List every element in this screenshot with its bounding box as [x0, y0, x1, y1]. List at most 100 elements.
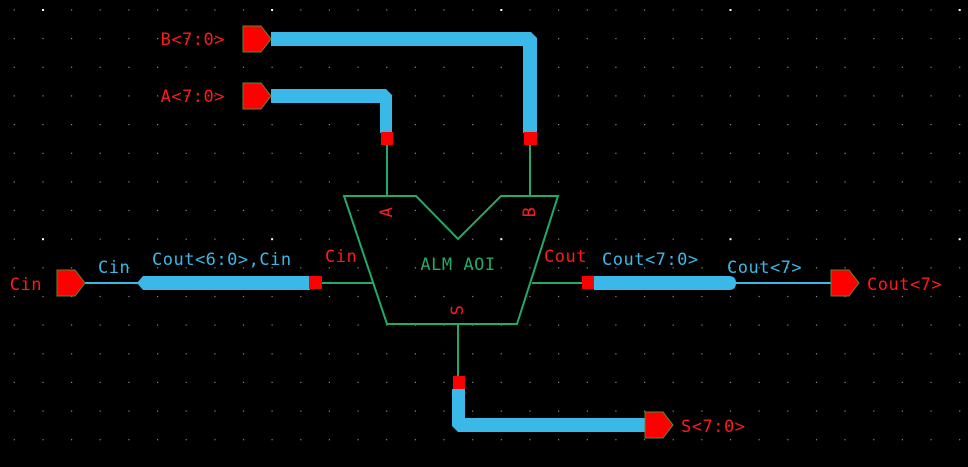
grid-dot [558, 238, 560, 240]
grid-dot [615, 324, 617, 326]
grid-dot [357, 324, 359, 326]
grid-dot [443, 267, 445, 269]
net-label-cin[interactable]: Cin [98, 258, 130, 278]
conn-cin[interactable] [309, 276, 322, 289]
grid-dot [185, 209, 187, 212]
grid-dot [959, 324, 961, 326]
net-label-cout7[interactable]: Cout<7> [727, 258, 802, 278]
grid-dot [128, 209, 130, 212]
grid-dot [157, 95, 159, 97]
grid-dot [558, 410, 560, 412]
grid-dot [242, 181, 245, 183]
grid-dot [873, 38, 875, 40]
grid-dot [787, 9, 789, 11]
grid-dot [815, 181, 818, 183]
grid-dot [701, 95, 703, 97]
grid-dot [214, 238, 216, 240]
grid-dot [42, 181, 44, 183]
grid-dot [185, 324, 187, 326]
grid-dot [357, 124, 359, 126]
pin-label-a: A<7:0> [161, 87, 225, 107]
conn-b[interactable] [524, 132, 537, 145]
grid-dot [99, 152, 101, 154]
instance-name: ALM AOI [420, 255, 495, 275]
grid-dot [815, 353, 818, 355]
grid-dot [128, 181, 130, 183]
grid-dot [443, 353, 445, 355]
grid-dot [672, 267, 674, 269]
grid-dot [844, 38, 846, 40]
grid-dot [71, 209, 73, 212]
grid-dot [414, 381, 416, 383]
grid-dot [701, 66, 703, 68]
grid-dot [185, 410, 187, 412]
grid-dot [271, 181, 273, 183]
grid-dot [644, 410, 646, 412]
grid-dot [701, 295, 703, 298]
conn-s[interactable] [453, 376, 465, 389]
pin-s[interactable]: S<7:0> [644, 411, 745, 439]
grid-dot [271, 324, 273, 326]
grid-dot [443, 209, 445, 212]
net-label-cin-bus[interactable]: Cout<6:0>,Cin [152, 250, 292, 270]
grid-dot [787, 38, 789, 40]
grid-dot [586, 324, 588, 326]
grid-dot [214, 124, 216, 126]
grid-dot [443, 410, 445, 412]
grid-dot [758, 324, 760, 326]
bus-s[interactable] [452, 389, 646, 432]
grid-dot [128, 324, 130, 326]
pin-b[interactable]: B<7:0> [161, 25, 272, 53]
grid-dot [328, 439, 330, 441]
pin-cout7[interactable]: Cout<7> [830, 269, 942, 297]
grid-dot [787, 267, 789, 269]
grid-dot [328, 381, 330, 383]
grid-dot [328, 295, 330, 298]
grid-dot [758, 124, 760, 126]
bus-cout[interactable] [594, 276, 736, 290]
conn-cout[interactable] [582, 276, 594, 289]
grid-dot [873, 381, 875, 383]
grid-dot [558, 381, 560, 383]
grid-dot [901, 267, 903, 269]
grid-dot [758, 238, 760, 240]
bus-a[interactable] [271, 89, 392, 133]
grid-dot [873, 152, 875, 154]
grid-dot [558, 439, 560, 441]
grid-dot [500, 295, 502, 298]
grid-dot [586, 381, 588, 383]
net-label-cout-bus[interactable]: Cout<7:0> [602, 250, 699, 270]
grid-dot [815, 410, 818, 412]
grid-dot [242, 209, 245, 212]
grid-dot [157, 9, 159, 11]
grid-dot [328, 238, 330, 240]
grid-dot [157, 381, 159, 383]
conn-a[interactable] [381, 132, 393, 145]
grid-dot [13, 324, 15, 326]
grid-dot [729, 295, 732, 298]
grid-dot [300, 9, 302, 11]
grid-dot [729, 410, 732, 412]
grid-dot [414, 267, 416, 269]
grid-dot [300, 267, 302, 269]
bus-cin[interactable] [137, 276, 310, 290]
grid-dot [328, 410, 330, 412]
pin-a[interactable]: A<7:0> [161, 82, 272, 110]
grid-dot [128, 295, 130, 298]
terminal-label-cin: Cin [325, 247, 357, 267]
grid-dot [157, 324, 159, 326]
pin-cin[interactable]: Cin [10, 269, 86, 297]
grid-dot [959, 38, 961, 40]
bus-b[interactable] [271, 32, 537, 133]
grid-dot [185, 124, 187, 126]
grid-dot [873, 124, 875, 126]
grid-dot [672, 95, 674, 97]
grid-dot [500, 152, 502, 154]
grid-dot [758, 9, 760, 11]
grid-dot [443, 295, 445, 298]
alm-aoi-instance[interactable]: ALM AOI A B S Cin Cout [325, 195, 587, 325]
grid-dot [271, 410, 273, 412]
grid-dot [959, 66, 961, 68]
grid-dot [42, 152, 44, 154]
